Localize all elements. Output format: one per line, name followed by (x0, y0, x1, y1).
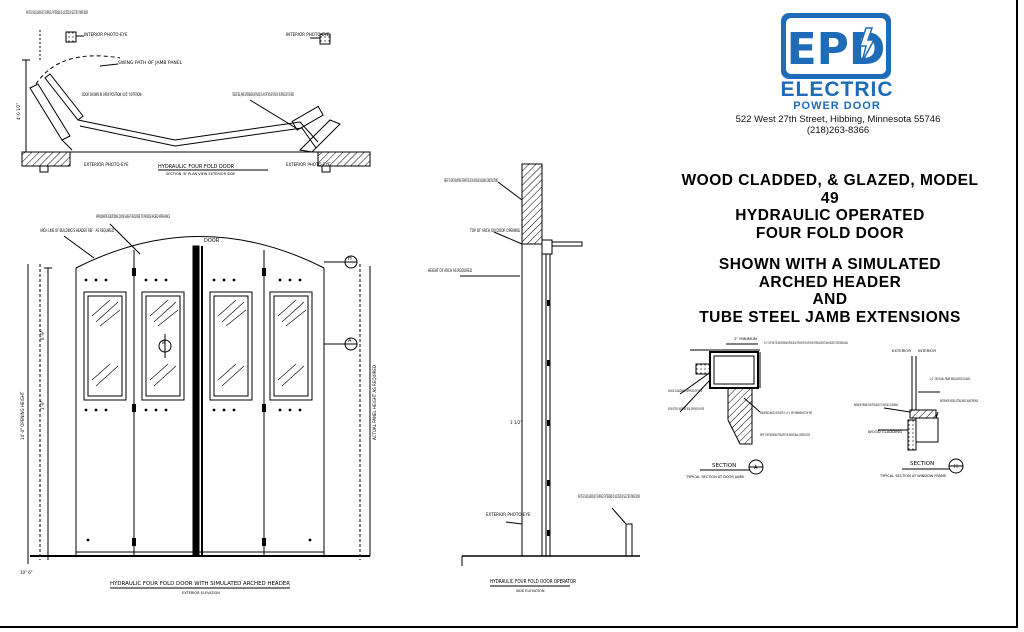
detail-h-exterior: EXTERIOR (892, 348, 911, 353)
side-subcaption: SIDE ELEVATION (516, 589, 545, 593)
side-hinges (547, 300, 550, 536)
title-line7: AND (812, 291, 848, 308)
detail-h-glass: 1/2" OR DUAL PANE INSULATED GLASS (930, 376, 970, 381)
detail-a-section-id: A (754, 465, 758, 471)
elev-centerline: DOOR (204, 238, 220, 244)
elev-section-b: B (162, 340, 165, 345)
interior-photo-eye-right (319, 33, 331, 45)
plan-jamb-panel (29, 83, 71, 141)
detail-h-caption: TYPICAL SECTION AT WINDOW FRAME (879, 474, 946, 478)
plan-tube-steel-label: TUBE STEEL JAMB EXTENSION SUPPLIED AS AN… (232, 92, 295, 97)
lightning-bolt-icon (858, 27, 876, 63)
side-exterior-photo-eye: EXTERIOR PHOTO-EYE (486, 512, 531, 517)
elev-opening-height: 14'-0" OPENING HEIGHT (20, 391, 25, 440)
elev-arch-note: ARCH LINE OF BUILDING'S HEADER REF - AS … (40, 228, 114, 233)
detail-a-angle: MOUNTING ANGLE OR PLATE 4" x 4" x 3/8" M… (760, 410, 812, 415)
side-caption: HYDRAULIC FOUR FOLD DOOR OPERATOR (490, 579, 576, 585)
side-bollard-note: PHOTO-EYE BOLLARDS NOT SUPPLIED, PATTERN… (578, 494, 640, 499)
detail-h-section-label: SECTION (910, 461, 934, 467)
center-meeting-stile (192, 245, 200, 557)
jamb-wall (727, 387, 753, 445)
detail-a-dim: 2" MINIMUM (734, 336, 757, 341)
interior-trim (915, 417, 939, 443)
title-line2: 49 (820, 189, 840, 207)
detail-a-wood: WOOD CLADDING SUPPLIED BY EPD (668, 388, 702, 393)
elev-header-height-note: APPROXIMATE ADDITIONAL DOOR HEIGHT REQUI… (96, 214, 170, 219)
hinges (84, 268, 312, 546)
elev-section-h: H (348, 256, 352, 262)
company-address: 522 West 27th Street, Hibbing, Minnesota… (708, 114, 968, 136)
detail-section-h (878, 356, 964, 474)
window-2 (141, 291, 185, 401)
plan-photo-eye-note: PHOTO-EYE BOLLARDS NOT SUPPLIED, PATTERN… (26, 10, 88, 15)
plan-wall-left (21, 151, 71, 167)
title-line5: SHOWN WITH A SIMULATED (718, 256, 942, 273)
logo-line2: POWER DOOR (793, 100, 881, 112)
plan-dim: 4'-0 1/2" (16, 103, 21, 120)
title-line8: TUBE STEEL JAMB EXTENSIONS (699, 308, 961, 326)
detail-h-window: WINDOW FRAME SHOP SEALED TO WOOD CLADDIN… (854, 402, 898, 407)
window-1 (83, 291, 127, 401)
swing-path-arc (35, 55, 121, 85)
address-street: 522 West 27th Street, Hibbing, Minnesota… (735, 114, 941, 125)
side-elevation (460, 163, 640, 587)
title-line3: HYDRAULIC OPERATED (735, 207, 925, 224)
detail-h-interior: INTERIOR (918, 348, 936, 353)
elev-dim-a: 6'-9" (40, 330, 45, 340)
window-4 (269, 291, 313, 401)
plan-exterior-photo-eye-left: EXTERIOR PHOTO-EYE (84, 162, 129, 167)
detail-h-wood: WOOD CLADDING (868, 429, 902, 434)
exterior-photo-eye-left (39, 165, 49, 173)
plan-interior-photo-eye-label-right: INTERIOR PHOTO-EYE (286, 32, 330, 37)
side-height-arch: HEIGHT OF ARCH AS REQUIRED (428, 268, 472, 273)
plan-subcaption: SECTION 'B' PLAN VIEW EXTERIOR SIDE (166, 172, 235, 176)
drawing-title-block: WOOD CLADDED, & GLAZED, MODEL 49 HYDRAUL… (660, 172, 1000, 326)
plan-interior-photo-eye-label: INTERIOR PHOTO-EYE (84, 32, 128, 37)
plan-view (21, 30, 371, 173)
title-line1: WOOD CLADDED, & GLAZED, MODEL (681, 172, 979, 189)
elev-caption: HYDRAULIC FOUR FOLD DOOR WITH SIMULATED … (110, 581, 291, 587)
elev-dim-bottom: 10" 6" (20, 570, 33, 575)
detail-a-section-label: SECTION (712, 463, 736, 469)
logo-wordmark: ELECTRIC POWER DOOR (778, 78, 896, 112)
detail-section-a (679, 343, 764, 475)
detail-a-caption: TYPICAL SECTION AT DOOR JAMB (685, 475, 744, 479)
wood-cladding (695, 363, 711, 375)
plan-swing-path-label: SWING PATH OF JAMB PANEL (118, 60, 183, 66)
title-line4: FOUR FOLD DOOR (755, 224, 905, 242)
elev-dim-b: 3'-9" (40, 400, 45, 410)
interior-photo-eye-left (65, 31, 77, 43)
wood-cladding-h (907, 419, 917, 451)
window-3 (209, 291, 253, 401)
arched-header (75, 236, 325, 269)
side-dim: 3 1/2" (510, 420, 522, 425)
plan-door-open-label: DOOR SHOWN IN OPEN POSITION (105° ROTATI… (82, 92, 142, 98)
side-mount-note: REFER TO EPD MOUNTING TEMPLATES FOR VARI… (444, 178, 498, 183)
wall-header-section (521, 163, 543, 245)
detail-h-interior-side: INTERIOR SIDE ATTACHED W/SCREWS (940, 398, 978, 403)
title-line6: ARCHED HEADER (758, 273, 902, 291)
side-top-of-arch: TOP OF ARCH ON DOOR OPENING (469, 228, 520, 233)
elev-subcaption: EXTERIOR ELEVATION (182, 591, 220, 595)
plan-exterior-photo-eye-right: EXTERIOR PHOTO-EYE (286, 162, 331, 167)
detail-a-door-stop: DOOR STOP & WEATHER SEAL SUPPLIED BY EPD (668, 406, 704, 411)
logo-line1: ELECTRIC (780, 78, 894, 101)
window-frame (909, 409, 937, 419)
exterior-photo-eye-right (321, 165, 331, 173)
photo-eye-bollard (625, 523, 633, 557)
elev-actual-height: ACTUAL PANEL HEIGHT AS REQUIRED (372, 365, 377, 440)
front-elevation (27, 223, 371, 589)
tube-steel (709, 351, 759, 389)
epd-logo: EPD (781, 13, 891, 79)
detail-a-template: REFER TO EPD MOUNTING TEMPLATES FOR VARI… (760, 432, 810, 437)
address-phone: (218)263-8366 (806, 125, 870, 136)
detail-a-tube-note: 8" x 6" x 3/8" TUBE STEEL JAMB EXTENSION… (764, 340, 848, 345)
plan-caption: HYDRAULIC FOUR FOLD DOOR (158, 164, 235, 170)
detail-h-section-id: H (954, 464, 958, 470)
elev-section-a: A (348, 338, 352, 344)
